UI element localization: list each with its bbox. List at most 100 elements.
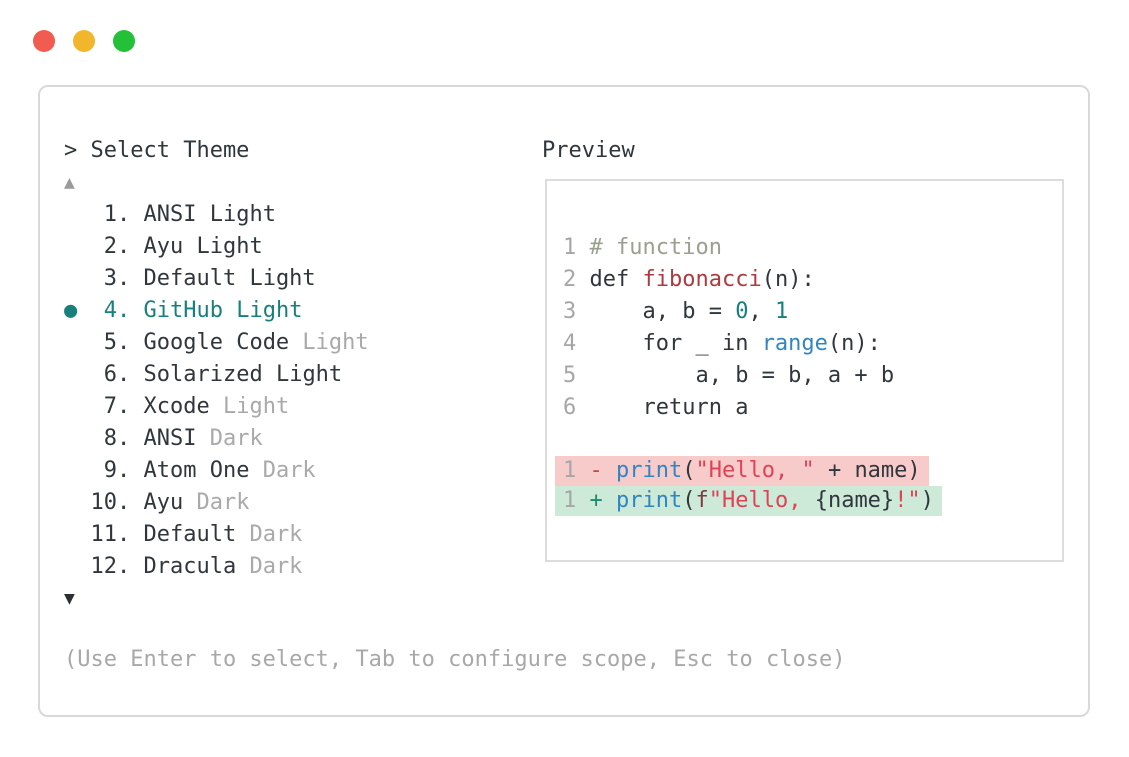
code-line: 5 a, b = b, a + b (563, 360, 894, 392)
scroll-down-indicator[interactable]: ▼ (64, 588, 75, 609)
line-number: 1 (563, 458, 577, 483)
theme-number: 8. (77, 426, 144, 451)
bullet-placeholder (64, 330, 77, 355)
theme-name: Default (143, 266, 237, 291)
code-token: def (589, 267, 643, 292)
code-token (576, 235, 589, 260)
theme-name: Default (143, 522, 237, 547)
scroll-up-indicator[interactable]: ▲ (64, 172, 75, 193)
code-line: 4 for _ in range(n): (563, 328, 881, 360)
code-token: fibonacci (642, 267, 762, 292)
code-token (576, 488, 589, 513)
bullet-placeholder (64, 394, 77, 419)
line-number: 6 (563, 395, 577, 420)
theme-number: 12. (77, 554, 144, 579)
theme-item-ansi-light[interactable]: 1. ANSI Light (64, 199, 369, 231)
theme-item-ayu-dark[interactable]: 10. Ayu Dark (64, 487, 369, 519)
code-token (576, 299, 589, 324)
theme-number: 1. (77, 202, 144, 227)
code-token: print (616, 458, 683, 483)
keyboard-hint: (Use Enter to select, Tab to configure s… (64, 647, 846, 672)
diff-sign: + (589, 488, 603, 513)
code-line: 2 def fibonacci(n): (563, 264, 815, 296)
theme-item-xcode-light[interactable]: 7. Xcode Light (64, 391, 369, 423)
theme-number: 2. (77, 234, 144, 259)
theme-name: Solarized (143, 362, 263, 387)
theme-name: Xcode (143, 394, 210, 419)
theme-variant: Light (262, 362, 343, 387)
line-number: 2 (563, 267, 577, 292)
theme-name: Google Code (143, 330, 290, 355)
line-number: 3 (563, 299, 577, 324)
code-token: "Hello, (708, 488, 815, 513)
code-token: ( (682, 458, 696, 483)
theme-variant: Light (222, 298, 303, 323)
bullet-placeholder (64, 362, 77, 387)
code-token: f (695, 488, 709, 513)
code-token: range (761, 331, 828, 356)
code-token (576, 267, 589, 292)
theme-item-google-code-light[interactable]: 5. Google Code Light (64, 327, 369, 359)
theme-variant: Dark (249, 458, 316, 483)
code-token: for _ in (589, 331, 762, 356)
theme-variant: Light (196, 202, 276, 227)
close-button[interactable] (33, 30, 55, 52)
diff-added-line: 1 + print(f"Hello, {name}!") (555, 486, 942, 516)
theme-item-atom-one-dark[interactable]: 9. Atom One Dark (64, 455, 369, 487)
theme-selector-window: > Select Theme Preview ▲ 1. ANSI Light 2… (38, 85, 1090, 717)
theme-list: 1. ANSI Light 2. Ayu Light 3. Default Li… (64, 199, 369, 583)
theme-name: Atom One (143, 458, 250, 483)
code-line: 1 # function (563, 232, 722, 264)
theme-item-ansi-dark[interactable]: 8. ANSI Dark (64, 423, 369, 455)
bullet-placeholder (64, 490, 77, 515)
theme-variant: Light (183, 234, 263, 259)
code-token: print (616, 488, 683, 513)
code-token (576, 331, 589, 356)
theme-item-default-dark[interactable]: 11. Default Dark (64, 519, 369, 551)
theme-name: Ayu (143, 234, 184, 259)
bullet-placeholder (64, 266, 77, 291)
theme-name: GitHub (143, 298, 223, 323)
line-number: 1 (563, 235, 577, 260)
zoom-button[interactable] (113, 30, 135, 52)
window-controls (33, 30, 135, 52)
code-token (576, 458, 589, 483)
code-token: a, b = (589, 299, 736, 324)
preview-label: Preview (542, 138, 635, 163)
theme-item-default-light[interactable]: 3. Default Light (64, 263, 369, 295)
code-token: ( (682, 488, 696, 513)
code-line: 6 return a (563, 392, 748, 424)
code-token: 0 (735, 299, 749, 324)
code-token (603, 488, 616, 513)
theme-name: ANSI (143, 202, 197, 227)
code-token: a, b = b, a + b (589, 363, 895, 388)
theme-item-ayu-light[interactable]: 2. Ayu Light (64, 231, 369, 263)
theme-variant: Dark (236, 554, 303, 579)
code-token (576, 363, 589, 388)
bullet-placeholder (64, 554, 77, 579)
theme-number: 6. (77, 362, 144, 387)
theme-number: 7. (77, 394, 144, 419)
theme-number: 5. (77, 330, 144, 355)
bullet-placeholder (64, 202, 77, 227)
code-token: , (748, 299, 775, 324)
theme-item-dracula-dark[interactable]: 12. Dracula Dark (64, 551, 369, 583)
theme-variant: Dark (236, 522, 303, 547)
code-token (603, 458, 616, 483)
theme-name: ANSI (143, 426, 197, 451)
code-token: (n): (827, 331, 881, 356)
theme-number: 10. (77, 490, 144, 515)
minimize-button[interactable] (73, 30, 95, 52)
theme-variant: Light (289, 330, 369, 355)
theme-item-github-light[interactable]: ● 4. GitHub Light (64, 295, 369, 327)
code-token: # function (589, 235, 722, 260)
theme-variant: Dark (196, 426, 263, 451)
theme-item-solarized-light[interactable]: 6. Solarized Light (64, 359, 369, 391)
theme-variant: Light (236, 266, 316, 291)
diff-sign: - (589, 458, 603, 483)
code-token: {name} (814, 488, 895, 513)
bullet-placeholder (64, 234, 77, 259)
bullet-placeholder (64, 426, 77, 451)
code-line: 3 a, b = 0, 1 (563, 296, 788, 328)
